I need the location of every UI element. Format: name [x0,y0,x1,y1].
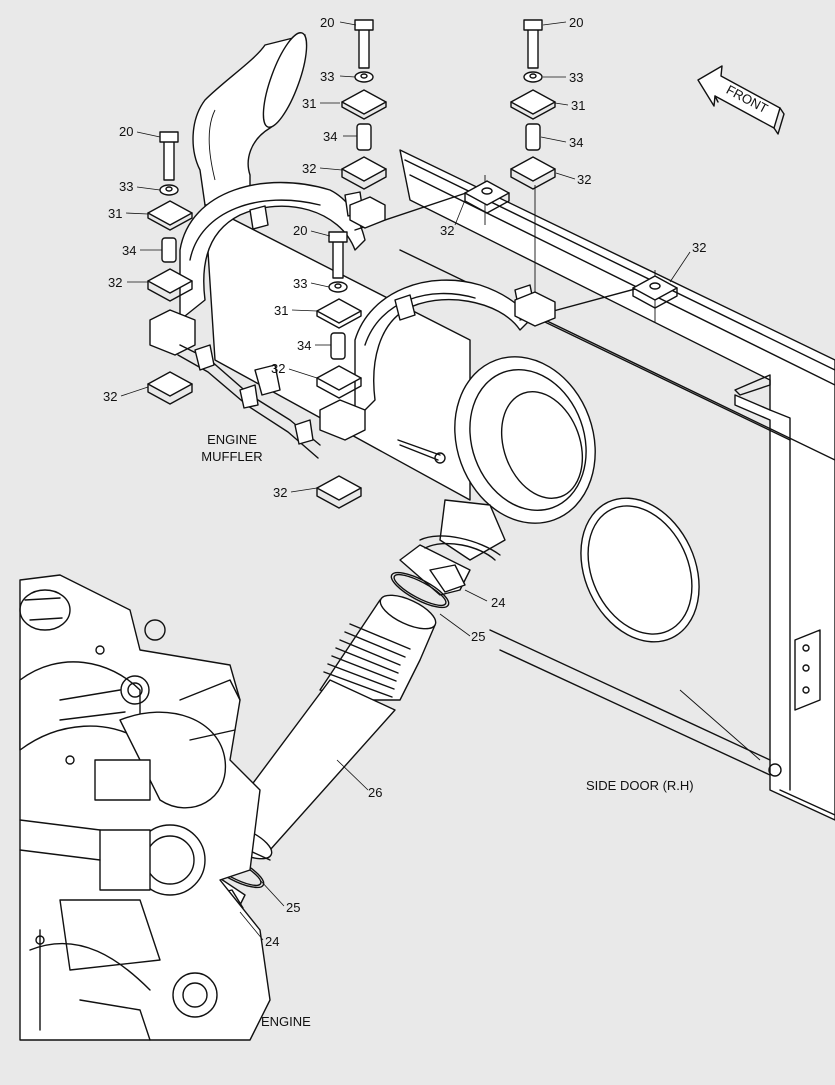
callout-24: 24 [265,934,279,949]
side-door-label: SIDE DOOR (R.H) [586,778,694,793]
callout-20: 20 [119,124,133,139]
gasket-upper-inner [393,573,447,607]
callout-33: 33 [119,179,133,194]
callout-31: 31 [108,206,122,221]
callout-33: 33 [569,70,583,85]
mount-brackets [149,175,656,459]
callout-34: 34 [297,338,311,353]
callout-34: 34 [323,129,337,144]
hardware-stack-center [316,231,362,509]
callout-33: 33 [320,69,334,84]
engine-assembly [19,574,271,1041]
component-labels: ENGINE MUFFLER SIDE DOOR (R.H) ENGINE [201,432,693,1029]
callout-20: 20 [569,15,583,30]
side-door-panel [399,149,835,821]
leader-lines [120,21,691,941]
callout-34: 34 [122,243,136,258]
exhaust-tailpipe [192,32,308,206]
engine-label: ENGINE [261,1014,311,1029]
callout-25: 25 [286,900,300,915]
callout-25: 25 [471,629,485,644]
callout-32: 32 [273,485,287,500]
gasket-upper [390,571,450,609]
callout-numbers: 20 33 31 34 32 20 33 31 34 32 20 33 31 3… [103,15,706,949]
hardware-stack-left [147,131,193,405]
hardware-stack-upper-center [341,19,387,190]
callout-32: 32 [692,240,706,255]
callout-31: 31 [274,303,288,318]
engine-muffler-label-line1: ENGINE [207,432,257,447]
callout-24: 24 [491,595,505,610]
callout-34: 34 [569,135,583,150]
callout-26: 26 [368,785,382,800]
engine-muffler-label-line2: MUFFLER [201,449,262,464]
callout-32: 32 [302,161,316,176]
callout-20: 20 [293,223,307,238]
callout-32: 32 [103,389,117,404]
callout-32: 32 [577,172,591,187]
callout-32: 32 [440,223,454,238]
hardware-stack-upper-right [464,19,678,309]
callout-33: 33 [293,276,307,291]
callout-31: 31 [571,98,585,113]
callout-20: 20 [320,15,334,30]
front-direction-arrow: FRONT [697,65,785,135]
callout-31: 31 [302,96,316,111]
callout-32: 32 [108,275,122,290]
callout-32: 32 [271,361,285,376]
